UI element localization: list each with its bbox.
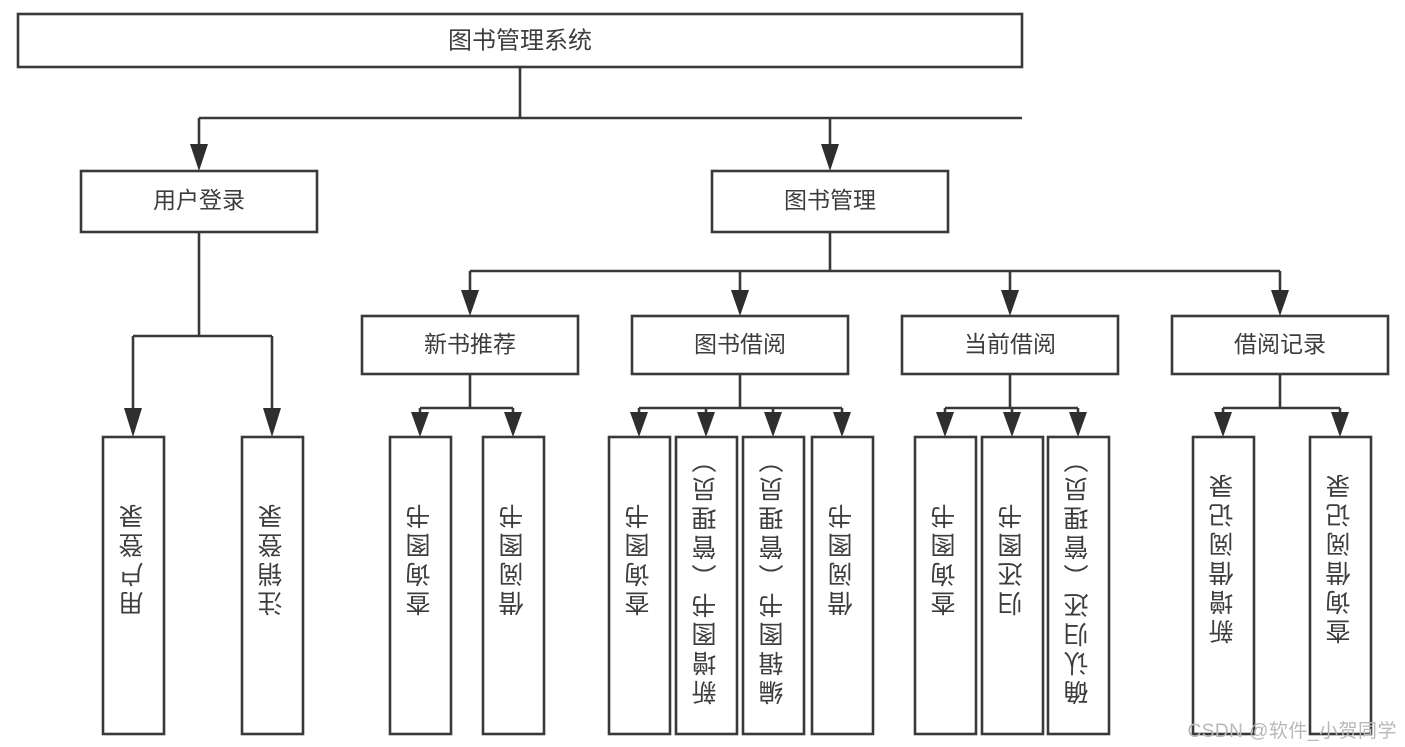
arrow-head-icon (1331, 412, 1349, 437)
connector-new-book-to-leaves (411, 374, 522, 437)
node-root[interactable]: 图书管理系统 (16, 12, 1024, 69)
arrow-head-icon (1001, 290, 1019, 316)
arrow-head-icon (731, 290, 749, 316)
connector-user-login-to-leaves (124, 232, 281, 437)
node-current-borrow[interactable]: 当前借阅 (900, 314, 1120, 376)
leaf-box-current-borrow-0[interactable] (913, 435, 978, 736)
node-root-label: 图书管理系统 (448, 27, 592, 54)
node-new-book-recommend[interactable]: 新书推荐 (360, 314, 580, 376)
leaf-box-book-borrow-2[interactable] (741, 435, 806, 736)
node-current-borrow-label: 当前借阅 (964, 331, 1056, 357)
arrow-head-icon (697, 412, 715, 437)
arrow-head-icon (504, 412, 522, 437)
node-user-login[interactable]: 用户登录 (79, 169, 319, 234)
node-user-login-label: 用户登录 (153, 187, 245, 213)
node-book-manage-label: 图书管理 (784, 187, 876, 213)
leaf-box-new-book-0[interactable] (388, 435, 453, 736)
connector-book-manage-to-level3 (461, 232, 1289, 316)
arrow-head-icon (461, 290, 479, 316)
connector-root-to-level2 (190, 67, 1022, 171)
leaf-box-book-borrow-1[interactable] (674, 435, 739, 736)
node-borrow-record[interactable]: 借阅记录 (1170, 314, 1390, 376)
arrow-head-icon (1214, 412, 1232, 437)
node-borrow-record-label: 借阅记录 (1234, 331, 1326, 357)
leaf-box-user-login-1[interactable] (240, 435, 305, 736)
leaf-box-book-borrow-3[interactable] (810, 435, 875, 736)
leaf-box-book-borrow-0[interactable] (607, 435, 672, 736)
node-book-borrow[interactable]: 图书借阅 (630, 314, 850, 376)
leaf-box-borrow-record-1[interactable] (1308, 435, 1373, 736)
arrow-head-icon (263, 408, 281, 437)
node-book-borrow-label: 图书借阅 (694, 331, 786, 357)
leaf-box-borrow-record-0[interactable] (1191, 435, 1256, 736)
connector-current-borrow-to-leaves (936, 374, 1087, 437)
arrow-head-icon (1003, 412, 1021, 437)
arrow-head-icon (936, 412, 954, 437)
leaf-box-current-borrow-2[interactable] (1046, 435, 1111, 736)
node-new-book-recommend-label: 新书推荐 (424, 331, 516, 357)
leaf-box-current-borrow-1[interactable] (980, 435, 1045, 736)
leaf-box-user-login-0[interactable] (101, 435, 166, 736)
connector-borrow-record-to-leaves (1214, 374, 1349, 437)
leaf-box-new-book-1[interactable] (481, 435, 546, 736)
connector-book-borrow-to-leaves (630, 374, 851, 437)
arrow-head-icon (630, 412, 648, 437)
arrow-head-icon (1069, 412, 1087, 437)
arrow-head-icon (833, 412, 851, 437)
csdn-watermark: CSDN @软件_小贺同学 (1187, 721, 1397, 742)
node-book-manage[interactable]: 图书管理 (710, 169, 950, 234)
arrow-head-icon (764, 412, 782, 437)
arrow-head-icon (1271, 290, 1289, 316)
arrow-head-icon (190, 144, 208, 171)
arrow-head-icon (821, 144, 839, 171)
arrow-head-icon (124, 408, 142, 437)
arrow-head-icon (411, 412, 429, 437)
